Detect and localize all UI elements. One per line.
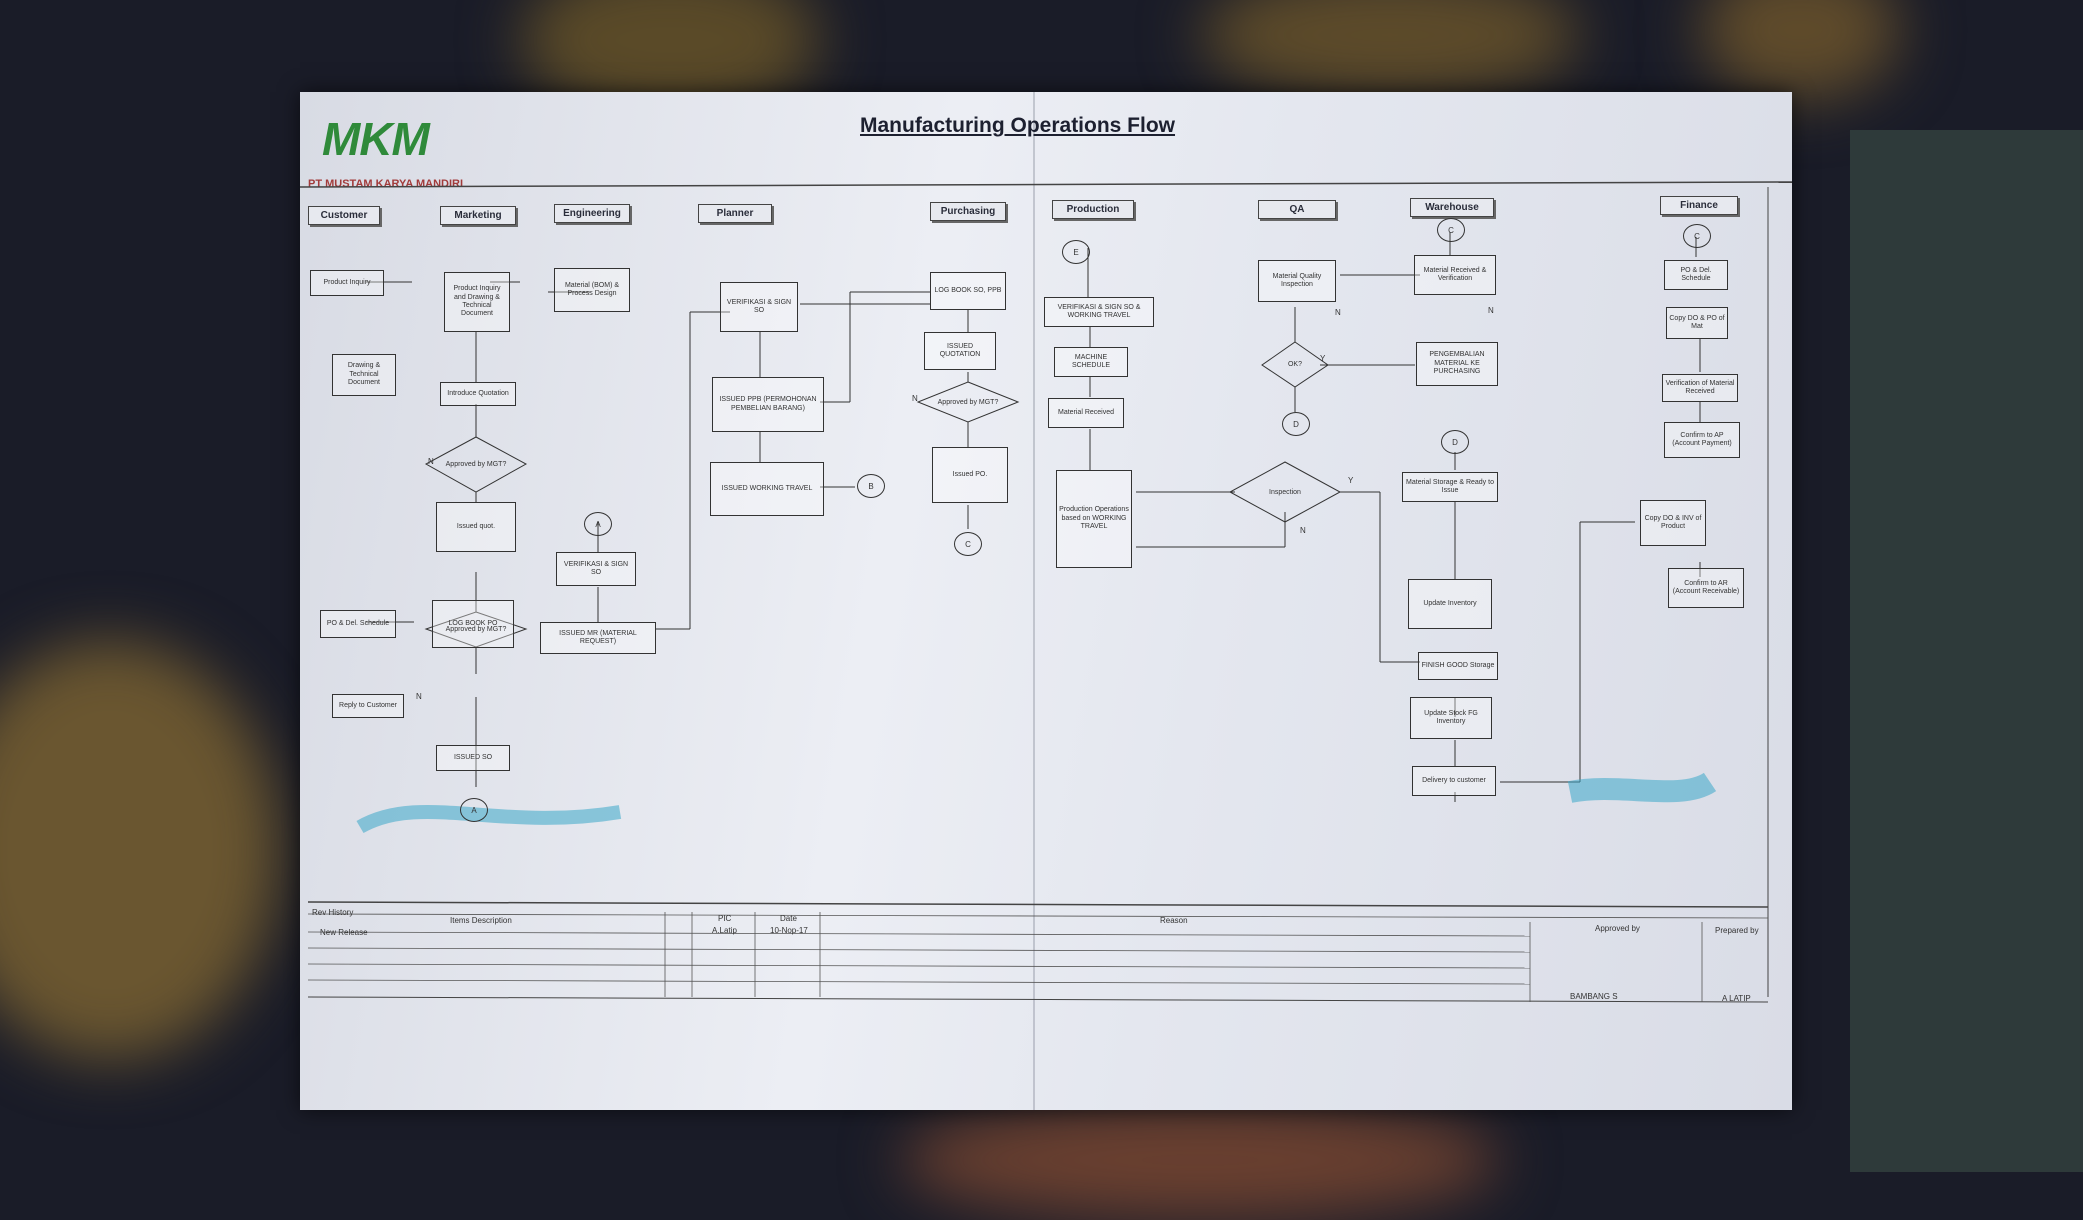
step-confirm-ar: Confirm to AR (Account Receivable) — [1668, 568, 1744, 608]
doc-po-del-schedule: PO & Del. Schedule — [320, 610, 396, 638]
doc-po-del-schedule-finance: PO & Del. Schedule — [1664, 260, 1728, 290]
step-issued-ppb: ISSUED PPB (PERMOHONAN PEMBELIAN BARANG) — [712, 377, 824, 432]
connector-d-warehouse: D — [1441, 430, 1469, 454]
background-flower — [900, 1100, 1500, 1220]
doc-copy-do-po: Copy DO & PO of Mat — [1666, 307, 1728, 339]
step-verifikasi-so-working-travel: VERIFIKASI & SIGN SO & WORKING TRAVEL — [1044, 297, 1154, 327]
page-title: Manufacturing Operations Flow — [860, 114, 1176, 137]
step-material-received-verification: Material Received & Verification — [1414, 255, 1496, 295]
floor-tile — [1850, 130, 2083, 1172]
connector-b: B — [857, 474, 885, 498]
decision-approved-by-mgt-purchasing: Approved by MGT? — [937, 398, 999, 406]
doc-product-inquiry-drawing: Product Inquiry and Drawing & Technical … — [444, 272, 510, 332]
lane-qa: QA — [1258, 200, 1336, 219]
step-reply-to-customer: Reply to Customer — [332, 694, 404, 718]
flag-n: N — [1488, 306, 1494, 315]
step-issued-po: Issued PO. — [932, 447, 1008, 503]
step-issued-working-travel: ISSUED WORKING TRAVEL — [710, 462, 824, 516]
decision-approved-by-mgt-2: Approved by MGT? — [445, 626, 507, 633]
step-pengembalian-material: PENGEMBALIAN MATERIAL KE PURCHASING — [1416, 342, 1498, 386]
flag-n: N — [912, 394, 918, 403]
decision-approved-by-mgt: Approved by MGT? — [445, 461, 507, 468]
flow-lines — [300, 181, 1792, 1003]
lane-marketing: Marketing — [440, 206, 516, 225]
step-delivery-to-customer: Delivery to customer — [1412, 766, 1496, 796]
footer-rev-history: Rev History — [312, 908, 354, 917]
company-logo: MKM — [322, 113, 430, 165]
lane-planner: Planner — [698, 204, 772, 223]
flag-n: N — [428, 457, 434, 466]
step-verifikasi-sign-so-planner: VERIFIKASI & SIGN SO — [720, 282, 798, 332]
connector-a: A — [460, 798, 488, 822]
footer-row1-date: 10-Nop-17 — [770, 926, 808, 935]
lane-warehouse: Warehouse — [1410, 198, 1494, 217]
step-finish-good-storage: FINISH GOOD Storage — [1418, 652, 1498, 680]
doc-update-stock-fg: Update Stock FG Inventory — [1410, 697, 1492, 739]
lane-engineering: Engineering — [554, 204, 630, 223]
flag-y: Y — [1320, 354, 1326, 363]
footer-preparer: A LATIP — [1722, 994, 1751, 1003]
lane-finance: Finance — [1660, 196, 1738, 215]
footer-pic: PIC — [718, 914, 732, 923]
connector-c-warehouse: C — [1437, 218, 1465, 242]
step-product-inquiry: Product Inquiry — [310, 270, 384, 296]
footer-prepared-by: Prepared by — [1715, 926, 1759, 935]
step-verification-material-received: Verification of Material Received — [1662, 374, 1738, 402]
footer-approved-by: Approved by — [1595, 924, 1640, 933]
doc-drawing-technical: Drawing & Technical Document — [332, 354, 396, 396]
lane-purchasing: Purchasing — [930, 202, 1006, 221]
flag-n: N — [1335, 308, 1341, 317]
footer-row1-item: New Release — [320, 928, 368, 937]
flag-y: Y — [1348, 476, 1354, 485]
step-material-storage: Material Storage & Ready to Issue — [1402, 472, 1498, 502]
step-issued-quot: Issued quot. — [436, 502, 516, 552]
step-material-quality-inspection: Material Quality Inspection — [1258, 260, 1336, 302]
step-log-book-po: LOG BOOK PO — [432, 600, 514, 648]
flag-n: N — [416, 692, 422, 701]
background-flower — [1700, 0, 1900, 100]
flag-n: N — [1300, 526, 1306, 535]
connector-e: E — [1062, 240, 1090, 264]
step-machine-schedule: MACHINE SCHEDULE — [1054, 347, 1128, 377]
connector-d: D — [1282, 412, 1310, 436]
background-flower — [1200, 0, 1580, 100]
decision-inspection: Inspection — [1269, 488, 1301, 496]
connector-c-finance: C — [1683, 224, 1711, 248]
step-confirm-ap: Confirm to AP (Account Payment) — [1664, 422, 1740, 458]
footer-date: Date — [780, 914, 797, 923]
step-verifikasi-sign-so: VERIFIKASI & SIGN SO — [556, 552, 636, 586]
footer-items-description: Items Description — [450, 916, 512, 925]
lane-customer: Customer — [308, 206, 380, 225]
connector-c: C — [954, 532, 982, 556]
decision-ok: OK? — [1287, 361, 1302, 368]
footer-row1-pic: A.Latip — [712, 926, 737, 935]
doc-update-inventory: Update Inventory — [1408, 579, 1492, 629]
step-log-book-so-ppb: LOG BOOK SO, PPB — [930, 272, 1006, 310]
step-production-operations: Production Operations based on WORKING T… — [1056, 470, 1132, 568]
footer-reason: Reason — [1160, 916, 1188, 925]
background-flower — [0, 640, 280, 1060]
lane-production: Production — [1052, 200, 1134, 219]
doc-issued-quotation: ISSUED QUOTATION — [924, 332, 996, 370]
step-material-bom: Material (BOM) & Process Design — [554, 268, 630, 312]
step-introduce-quotation: Introduce Quotation — [440, 382, 516, 406]
connector-a-engineering: A — [584, 512, 612, 536]
step-material-received: Material Received — [1048, 398, 1124, 428]
step-issued-mr: ISSUED MR (MATERIAL REQUEST) — [540, 622, 656, 654]
flowchart-paper: MKM PT MUSTAM KARYA MANDIRI Manufacturin… — [300, 92, 1792, 1110]
step-issued-so: ISSUED SO — [436, 745, 510, 771]
footer-approver: BAMBANG S — [1570, 992, 1618, 1001]
doc-copy-do-inv: Copy DO & INV of Product — [1640, 500, 1706, 546]
paper-fold — [1033, 92, 1035, 1110]
